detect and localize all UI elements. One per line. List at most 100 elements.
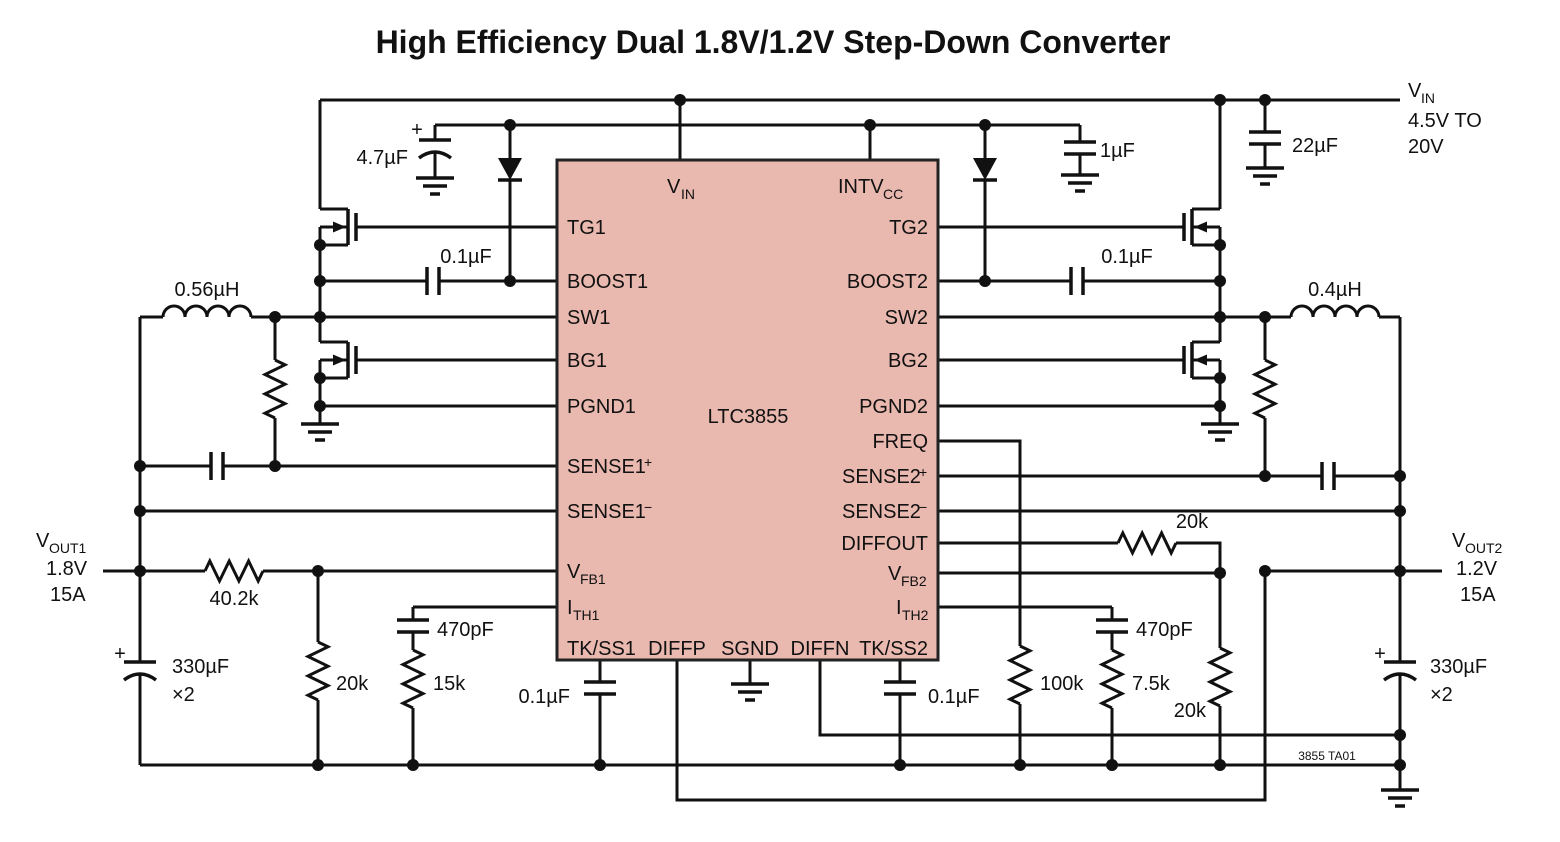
resistor-rdiff-top: 20k — [1116, 511, 1209, 557]
label-cout1: 330µF — [172, 656, 229, 678]
label-cith2: 470pF — [1136, 619, 1193, 641]
label-l1: 0.56µH — [175, 279, 240, 301]
capacitor-sense2 — [1320, 462, 1336, 490]
pin-sense1m-sup: − — [644, 499, 652, 515]
boost-diode-left — [498, 158, 522, 182]
capacitor-ss1: 0.1µF — [518, 680, 616, 708]
label-cout2-qty: ×2 — [1430, 684, 1453, 706]
diffout-wire — [938, 541, 1222, 573]
pin-tkss2: TK/SS2 — [859, 638, 928, 660]
label-cout2: 330µF — [1430, 656, 1487, 678]
label-cout1-qty: ×2 — [172, 684, 195, 706]
freq-wire — [938, 439, 1022, 765]
pin-sense1p: SENSE1 — [567, 456, 646, 478]
pin-intvcc: INTV — [838, 176, 884, 198]
terminal-vin-sub: IN — [1421, 90, 1435, 106]
terminal-vout2-volts: 1.2V — [1456, 558, 1498, 580]
mosfet-arrow — [333, 221, 346, 233]
label-rfb1b: 20k — [336, 673, 369, 695]
ground-symbol — [1381, 788, 1419, 808]
pin-sense2p: SENSE2 — [842, 466, 921, 488]
plus-sign: + — [114, 643, 126, 665]
resistor-rfb1-bottom: 20k — [304, 640, 369, 702]
label-cith1: 470pF — [437, 619, 494, 641]
mosfet-q1-top-left — [320, 207, 358, 247]
pin-sense2m-sup: − — [919, 499, 927, 515]
capacitor-input: 22µF — [1249, 130, 1338, 157]
pin-sense1p-sup: + — [644, 454, 652, 470]
pin-pgnd1: PGND1 — [567, 396, 636, 418]
pin-boost1: BOOST1 — [567, 271, 648, 293]
resistor-rfreq: 100k — [1006, 644, 1084, 706]
label-rfb1: 40.2k — [210, 588, 260, 610]
pin-ith1-sub: TH1 — [573, 607, 600, 623]
diffp-wire — [675, 571, 1267, 802]
pin-intvcc-sub: CC — [883, 186, 903, 202]
pgnd2-wire — [938, 404, 1222, 424]
ic-package: LTC3855 V IN INTV CC TG1 BOOST1 SW1 BG1 … — [555, 158, 940, 662]
inductor-l1: 0.56µH — [161, 279, 253, 318]
pin-diffp: DIFFP — [648, 638, 706, 660]
pin-freq: FREQ — [872, 431, 928, 453]
label-l2: 0.4µH — [1308, 279, 1362, 301]
capacitor-out2: + 330µF ×2 — [1374, 643, 1487, 706]
label-rdiffbot: 20k — [1174, 700, 1207, 722]
capacitor-boost1: 0.1µF — [425, 246, 492, 295]
label-cintvcc: 1µF — [1100, 140, 1135, 162]
ground-symbol — [416, 176, 454, 196]
terminal-vout2-sub: OUT2 — [1465, 540, 1503, 556]
pin-ith1: I — [567, 597, 573, 619]
capacitor-out1: + 330µF ×2 — [114, 643, 229, 706]
resistor-rith1: 15k — [399, 648, 466, 710]
terminal-vin: V IN 4.5V TO 20V — [1408, 80, 1482, 158]
pin-tg2: TG2 — [889, 217, 928, 239]
ground-symbol — [1201, 422, 1239, 442]
ground-symbol — [301, 422, 339, 442]
mosfet-arrow — [1194, 221, 1207, 233]
resistor-sense2 — [1251, 358, 1279, 420]
ground-symbols — [301, 166, 1419, 808]
pin-sw1: SW1 — [567, 307, 610, 329]
schematic-title: High Efficiency Dual 1.8V/1.2V Step-Down… — [376, 24, 1171, 60]
resistor-sense1 — [261, 358, 289, 420]
label-cb1: 0.1µF — [440, 246, 492, 268]
ground-symbol — [1246, 166, 1284, 186]
pin-vfb2-sub: FB2 — [901, 573, 927, 589]
junction-dots — [134, 94, 1406, 771]
capacitor-ith1: 470pF — [397, 618, 494, 641]
pin-sense1m: SENSE1 — [567, 501, 646, 523]
resistor-rfb1-top: 40.2k — [203, 557, 265, 610]
mosfet-q2-bottom-left — [320, 340, 358, 380]
pin-ith2: I — [896, 597, 902, 619]
inductor-l2: 0.4µH — [1289, 279, 1381, 318]
pin-vin-sub: IN — [681, 186, 695, 202]
terminal-vout1-volts: 1.8V — [46, 558, 88, 580]
label-rith2: 7.5k — [1132, 673, 1171, 695]
mosfet-arrow — [1194, 354, 1207, 366]
label-rdifftop: 20k — [1176, 511, 1209, 533]
pin-diffout: DIFFOUT — [841, 533, 928, 555]
resistor-rith2: 7.5k — [1098, 648, 1171, 710]
ground-symbol — [1061, 173, 1099, 193]
pin-diffn: DIFFN — [791, 638, 850, 660]
plus-sign: + — [411, 119, 423, 141]
pin-tg1: TG1 — [567, 217, 606, 239]
resistor-rdiff-bottom: 20k — [1174, 646, 1234, 722]
label-css2: 0.1µF — [928, 686, 980, 708]
terminal-vout1: V OUT1 1.8V 15A — [36, 530, 88, 606]
terminal-vin-spec1: 4.5V TO — [1408, 110, 1482, 132]
capacitor-ith2: 470pF — [1096, 618, 1193, 641]
pin-sw2: SW2 — [885, 307, 928, 329]
label-rith1: 15k — [433, 673, 466, 695]
label-cin: 22µF — [1292, 135, 1338, 157]
ref-note: 3855 TA01 — [1298, 749, 1356, 763]
plus-sign: + — [1374, 643, 1386, 665]
pin-bg2: BG2 — [888, 350, 928, 372]
pin-tkss1: TK/SS1 — [567, 638, 636, 660]
pin-vfb1-sub: FB1 — [580, 571, 606, 587]
capacitor-ss2: 0.1µF — [884, 680, 980, 708]
pin-sgnd: SGND — [721, 638, 779, 660]
pin-bg1: BG1 — [567, 350, 607, 372]
mosfet-arrow — [333, 354, 346, 366]
capacitor-intvcc: 1µF — [1064, 140, 1135, 162]
